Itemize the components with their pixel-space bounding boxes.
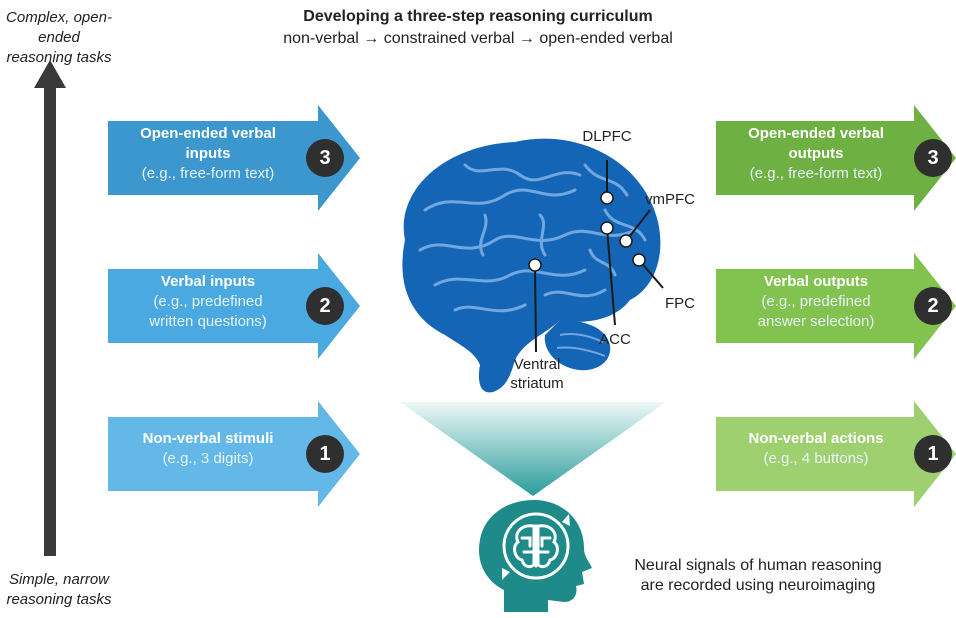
cerebellum-folds	[556, 332, 606, 357]
output-title: outputs	[788, 145, 844, 162]
output-detail: (e.g., predefined	[761, 293, 871, 310]
axis-bottom-label: Simple, narrow reasoning tasks	[6, 571, 112, 608]
input-arrow-step1: Non-verbal stimuli (e.g., 3 digits) 1	[108, 401, 360, 507]
cerebellum-shape	[544, 320, 611, 371]
ventral-striatum-label: Ventral striatum	[510, 356, 564, 392]
diagram-title: Developing a three-step reasoning curric…	[303, 8, 653, 25]
brain-illustration	[402, 138, 664, 393]
input-arrow-step3: Open-ended verbal inputs (e.g., free-for…	[108, 105, 360, 211]
output-arrow-step3: Open-ended verbal outputs (e.g., free-fo…	[716, 105, 956, 211]
acc-label: ACC	[599, 331, 631, 348]
acc-marker	[600, 221, 614, 235]
step-badge: 1	[306, 435, 344, 473]
input-detail: written questions)	[149, 313, 267, 330]
input-detail: (e.g., 3 digits)	[162, 450, 254, 467]
input-arrow-shape	[108, 105, 360, 211]
output-title: Open-ended verbal	[748, 125, 884, 142]
input-title: inputs	[185, 145, 231, 162]
output-title: Verbal outputs	[763, 273, 869, 290]
step-badge: 3	[914, 139, 952, 177]
axis-top-label: Complex, open-ended reasoning tasks	[6, 9, 112, 66]
step-badge: 1	[914, 435, 952, 473]
vmpfc-marker	[619, 234, 633, 248]
input-title: Non-verbal stimuli	[142, 430, 274, 447]
fpc-label: FPC	[665, 295, 695, 312]
output-arrow-shape	[716, 105, 956, 211]
vmpfc-label: vmPFC	[645, 191, 695, 208]
diagram-subtitle: non-verbal → constrained verbal → open-e…	[283, 30, 673, 47]
input-arrow-step2: Verbal inputs (e.g., predefined written …	[108, 253, 360, 359]
complexity-axis-arrow	[34, 60, 66, 556]
output-arrow-step2: Verbal outputs (e.g., predefined answer …	[716, 253, 956, 359]
output-arrow-shape	[716, 401, 956, 507]
signal-funnel	[400, 402, 666, 496]
output-detail: answer selection)	[757, 313, 875, 330]
ventral-striatum-marker	[528, 258, 542, 272]
step-badge: 3	[306, 139, 344, 177]
output-detail: (e.g., free-form text)	[749, 165, 883, 182]
dlpfc-marker	[600, 191, 614, 205]
neuroimaging-caption: Neural signals of human reasoning are re…	[634, 557, 882, 594]
fpc-marker	[632, 253, 646, 267]
dlpfc-label: DLPFC	[582, 128, 632, 145]
input-arrow-shape	[108, 253, 360, 359]
input-detail: (e.g., free-form text)	[141, 165, 275, 182]
input-title: Verbal inputs	[160, 273, 256, 290]
step-badge: 2	[306, 287, 344, 325]
human-head-icon	[479, 500, 592, 612]
output-title: Non-verbal actions	[748, 430, 884, 447]
input-arrow-shape	[108, 401, 360, 507]
brain-gyri	[418, 163, 647, 313]
input-title: Open-ended verbal	[140, 125, 276, 142]
output-detail: (e.g., 4 buttons)	[763, 450, 869, 467]
output-arrow-shape	[716, 253, 956, 359]
step-badge: 2	[914, 287, 952, 325]
input-detail: (e.g., predefined	[153, 293, 263, 310]
output-arrow-step1: Non-verbal actions (e.g., 4 buttons) 1	[716, 401, 956, 507]
